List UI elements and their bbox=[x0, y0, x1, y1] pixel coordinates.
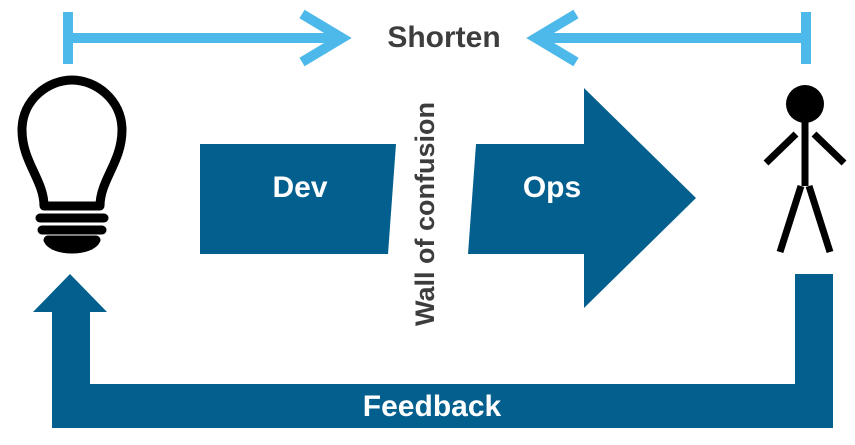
shorten-right-arrow bbox=[526, 9, 811, 67]
wall-of-confusion-label: Wall of confusion bbox=[410, 102, 440, 326]
ops-arrow bbox=[468, 88, 696, 308]
lightbulb-icon bbox=[17, 75, 127, 254]
feedback-arrow bbox=[33, 274, 833, 428]
ops-label: Ops bbox=[523, 171, 581, 204]
dev-box bbox=[200, 144, 396, 254]
dev-label: Dev bbox=[272, 171, 327, 204]
shorten-left-arrow bbox=[63, 9, 352, 67]
shorten-label: Shorten bbox=[387, 21, 500, 54]
feedback-label: Feedback bbox=[363, 390, 502, 423]
stick-figure-icon bbox=[763, 85, 847, 254]
